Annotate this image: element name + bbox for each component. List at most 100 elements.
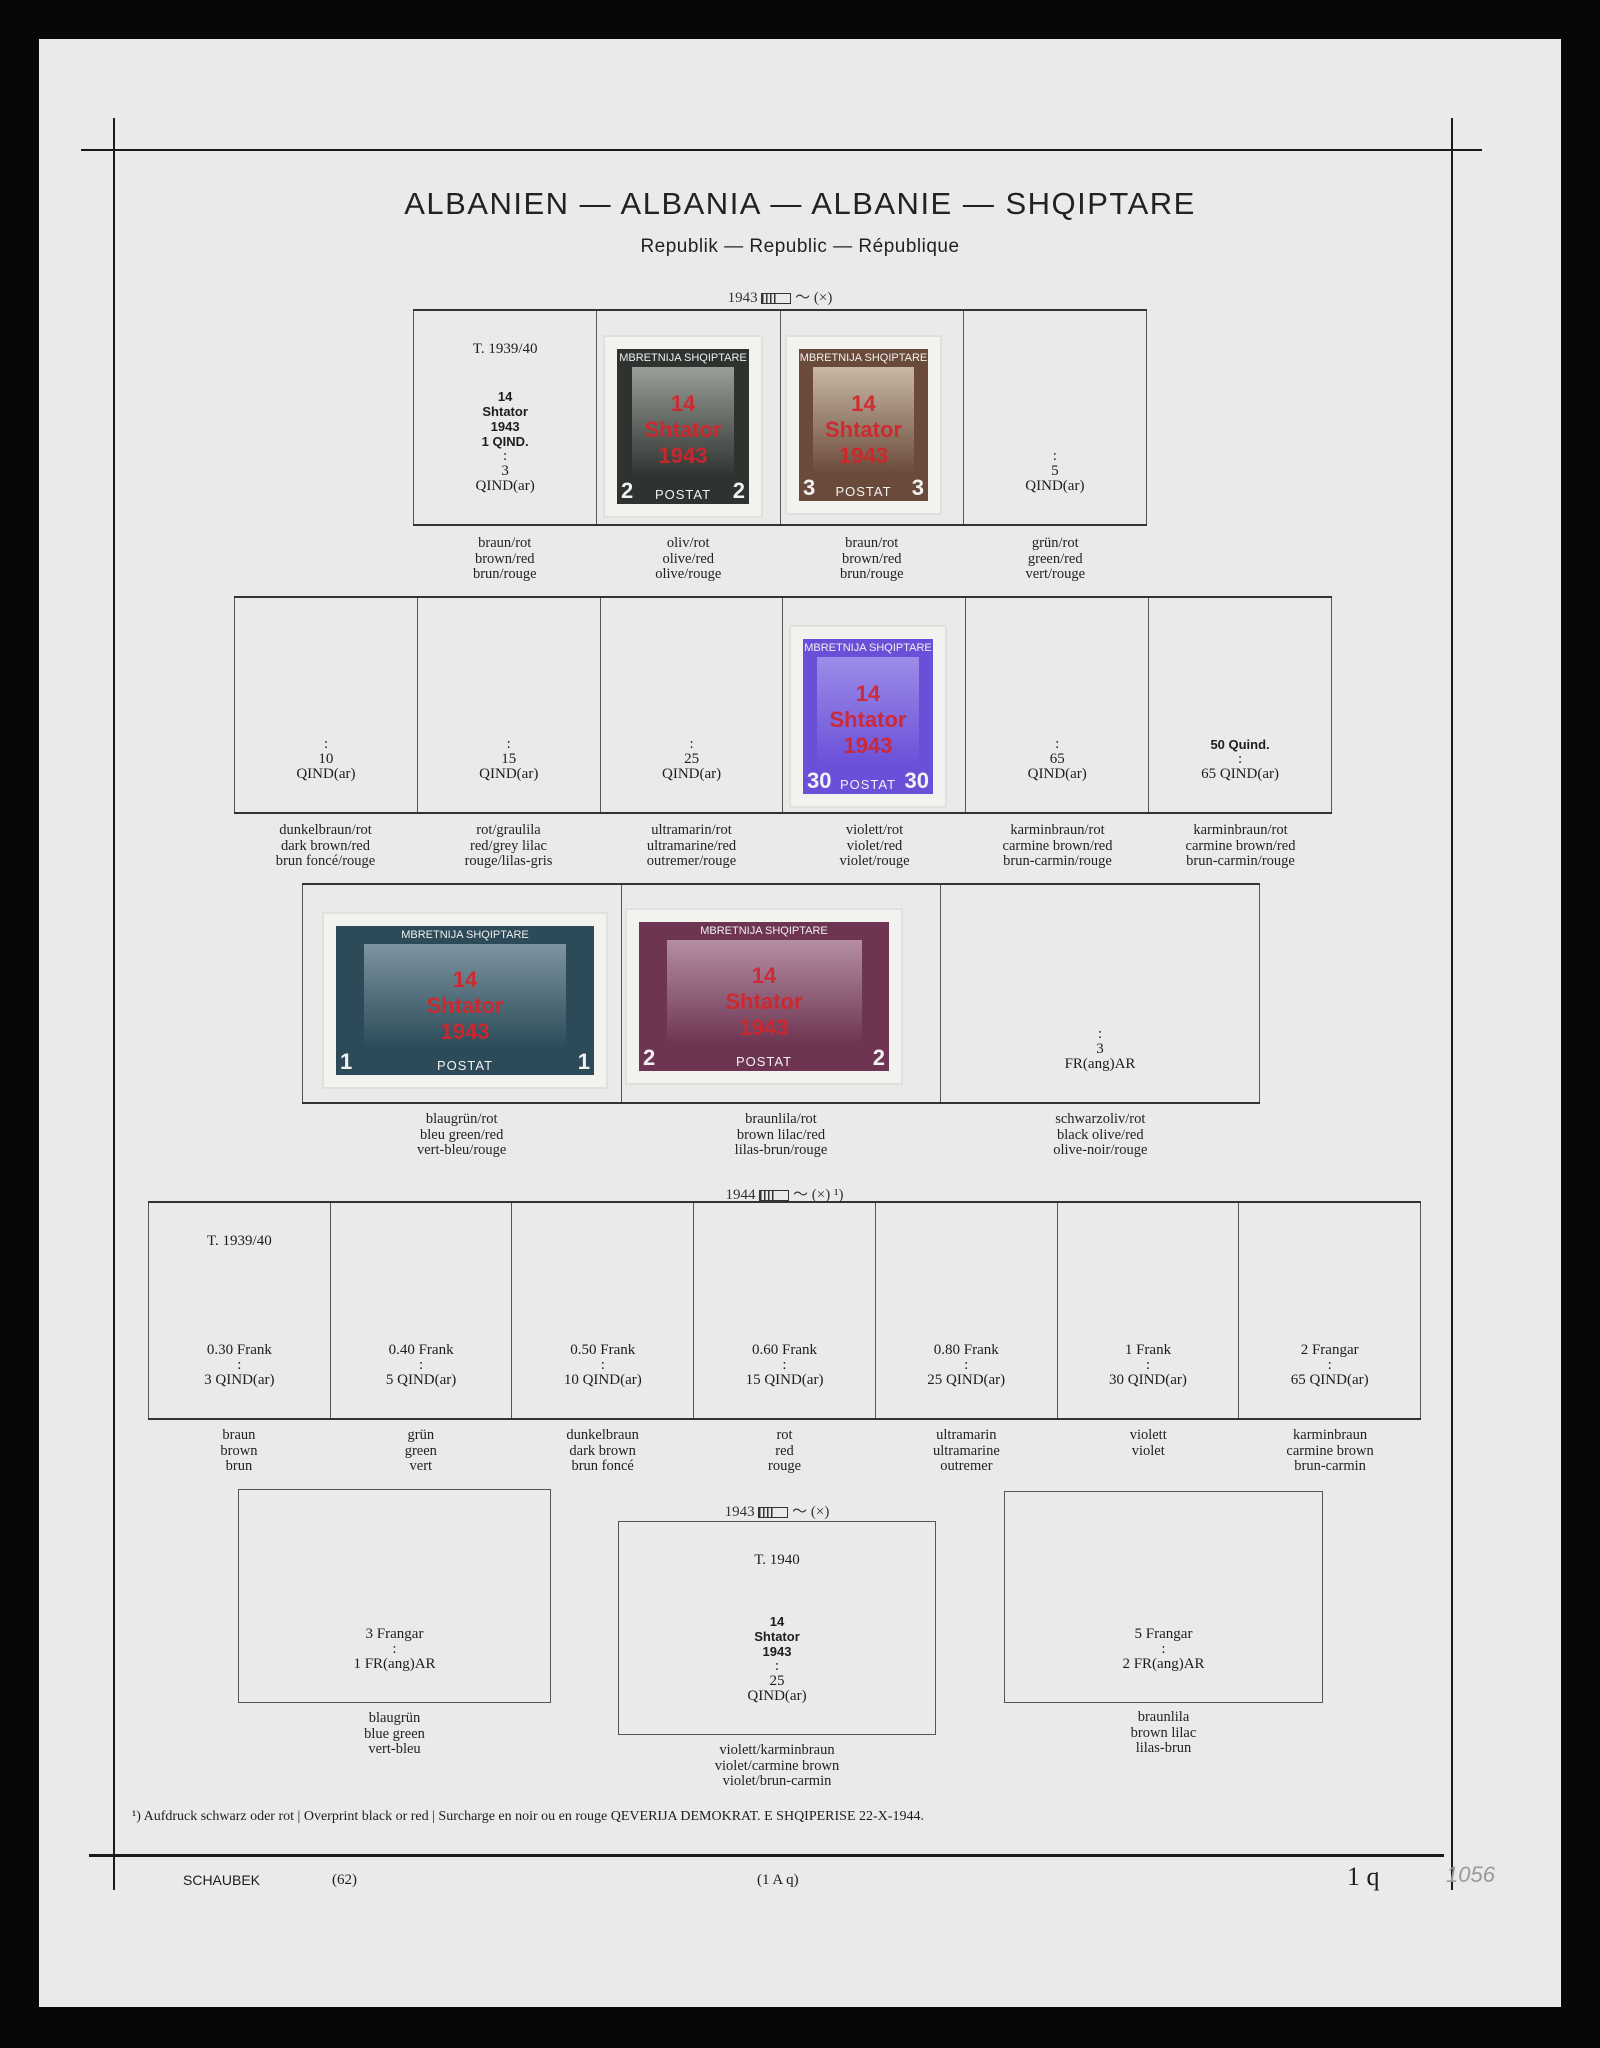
color-name: carmine brown [1286,1442,1374,1459]
value-text: 3 [501,463,509,479]
cell-value: 0.30 Frank:3 QIND(ar) [149,1343,330,1388]
color-name: brown [220,1442,258,1459]
stamp-slot[interactable]: 3 Frangar:1 FR(ang)AR [238,1489,551,1703]
color-name: braunlila/rot [745,1111,817,1127]
stamp-slot[interactable] [781,311,964,524]
overprint-line: 14 [751,962,777,988]
color-name: dunkelbraun [566,1427,639,1443]
value-text: 1 Frank [1124,1342,1172,1358]
color-name: green [404,1442,437,1459]
value-text: 25 QIND(ar) [927,1372,1006,1388]
value-text: 3 [1096,1041,1104,1057]
header-notes: 〜 (×) [795,290,833,306]
value-text: : [1237,751,1243,767]
value-text: 0.60 Frank [752,1342,818,1358]
color-name: violet [1131,1442,1165,1459]
overprint-line: 1943 [843,733,893,759]
color-name: dark brown [569,1442,636,1459]
color-name: red/grey lilac [470,837,547,854]
value-text: 25 [684,751,700,767]
color-name: brun [225,1458,253,1474]
value-text: : [418,1357,424,1373]
color-name: blue green [364,1725,425,1742]
cell-value: 2 Frangar:65 QIND(ar) [1239,1343,1420,1388]
perforation-icon [759,1190,790,1202]
color-name: rouge [768,1458,802,1474]
value-text: : [782,1357,787,1373]
stamp-slot[interactable]: 0.60 Frank:15 QIND(ar) [694,1203,876,1418]
stamp-slot[interactable]: 0.40 Frank:5 QIND(ar) [331,1203,513,1418]
overprint-line: 14 [855,681,881,707]
overprint-text: 14 [497,389,513,404]
stamp-slot[interactable]: 1 Frank:30 QIND(ar) [1058,1203,1240,1418]
cell-value: 3 Frangar:1 FR(ang)AR [239,1627,550,1672]
value-text: 5 QIND(ar) [385,1372,457,1388]
color-name: violet/rouge [839,853,910,869]
stamp-banner: MBRETNIJA SHQIPTARE [619,352,747,364]
stamp-slot[interactable] [622,885,941,1102]
value-text: : [1145,1357,1151,1373]
stamp-value: 30 [904,768,929,793]
value-text: QIND(ar) [479,766,539,782]
stamp-slot[interactable]: 2 Frangar:65 QIND(ar) [1239,1203,1422,1418]
page-label: 1 q [1347,1862,1380,1891]
stamp-slot[interactable]: 50 Quind.:65 QIND(ar) [1149,598,1332,812]
stamp-slot[interactable] [302,885,622,1102]
stamp-slot[interactable]: 5 Frangar:2 FR(ang)AR [1004,1491,1323,1703]
color-name: outremer [940,1458,993,1474]
value-text: : [1055,736,1060,752]
color-name: brun-carmin [1294,1458,1366,1474]
color-name: ultramarine/red [646,837,737,854]
stamp-slot[interactable] [783,598,967,812]
stamp-value: 1 [340,1049,353,1074]
stamp-slot[interactable] [597,311,781,524]
color-name: braunlila [1137,1709,1190,1725]
stamp-value: 2 [872,1045,885,1070]
overprint-line: 14 [452,966,478,992]
color-name: braun [222,1427,256,1443]
stamp-slot[interactable]: 0.50 Frank:10 QIND(ar) [512,1203,695,1418]
footnote: ¹) Aufdruck schwarz oder rot | Overprint… [132,1809,924,1824]
value-text: 10 [318,751,334,767]
value-text: QIND(ar) [296,766,356,782]
value-text: 1 FR(ang)AR [353,1656,436,1672]
value-text: QIND(ar) [747,1688,807,1704]
stamp-value: 3 [803,475,816,500]
color-name: violett/karminbraun [719,1742,835,1758]
stamp-slot[interactable]: 0.80 Frank:25 QIND(ar) [876,1203,1058,1418]
catalog-type: T. 1939/40 [472,341,538,357]
value-text: 30 QIND(ar) [1109,1372,1187,1388]
value-text: : [964,1357,969,1373]
